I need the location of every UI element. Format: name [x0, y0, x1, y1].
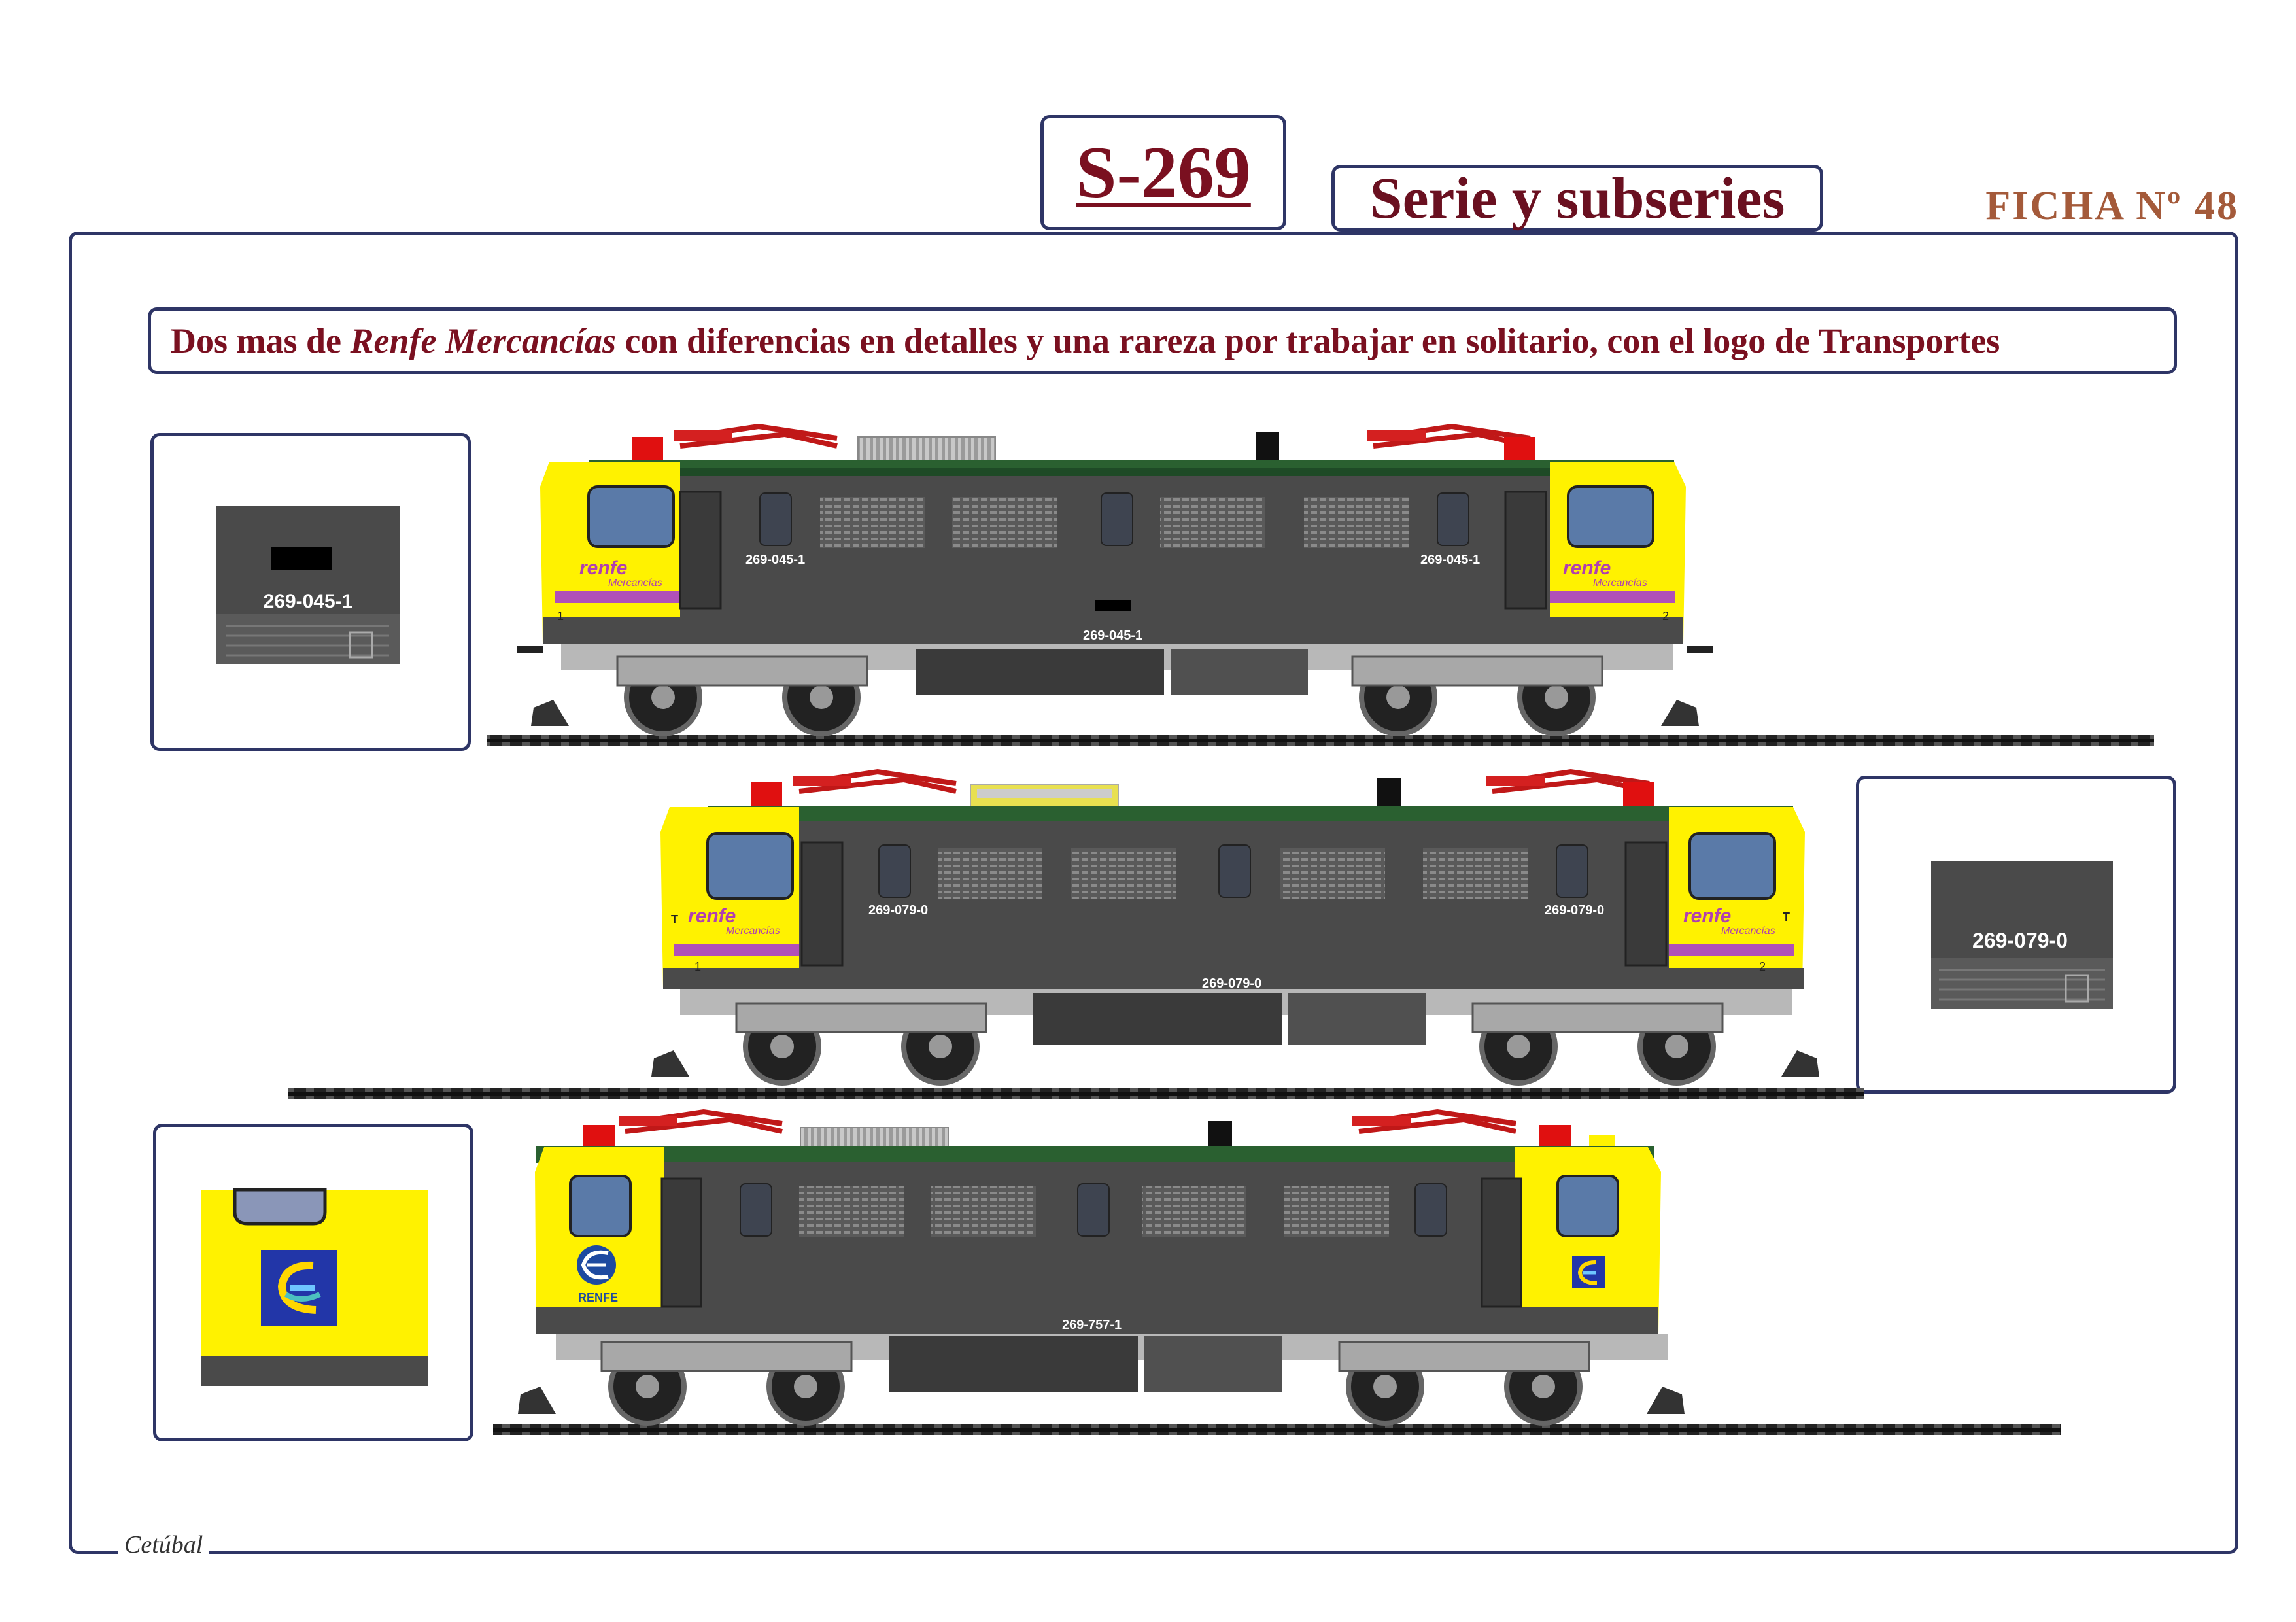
author-signature: Cetúbal — [118, 1530, 210, 1559]
section-title: Serie y subseries — [1369, 165, 1785, 231]
loco-2-brand-right: renfe — [1683, 905, 1731, 927]
locomotive-269-757-1: RENFE 269-757-1 — [493, 1109, 2061, 1435]
loco-1-cab-left-id: 1 — [557, 610, 564, 623]
series-code-box: S-269 — [1040, 115, 1286, 230]
loco-2-number-left: 269-079-0 — [868, 903, 928, 918]
loco-2-number-right: 269-079-0 — [1545, 903, 1604, 918]
loco-2-brand-left: renfe — [688, 905, 736, 927]
series-code: S-269 — [1076, 131, 1251, 213]
loco-3-brand: RENFE — [578, 1291, 618, 1304]
loco-3-number-center: 269-757-1 — [1062, 1318, 1122, 1332]
loco-1-brand-right: renfe — [1563, 557, 1611, 579]
loco-2-cab-right-id: 2 — [1759, 960, 1766, 973]
loco-3-transportes-logo-right-icon — [1572, 1256, 1605, 1288]
loco-1-brand-sub-right: Mercancías — [1593, 578, 1647, 589]
loco-2-brand-sub-right: Mercancías — [1721, 925, 1775, 937]
inset-1-number: 269-045-1 — [264, 591, 353, 612]
loco-1-number-center: 269-045-1 — [1083, 629, 1142, 643]
loco-2-number-center: 269-079-0 — [1202, 976, 1261, 991]
inset-3-drawing — [201, 1188, 428, 1386]
sheet-number: FICHA Nº 48 — [1985, 184, 2239, 228]
caption-text: Dos mas de Renfe Mercancías con diferenc… — [171, 321, 2000, 360]
inset-1-drawing: 269-045-1 — [216, 506, 400, 664]
loco-1-cab-right-id: 2 — [1662, 610, 1669, 623]
loco-2-cab-left-id: 1 — [694, 960, 701, 973]
loco-3-transportes-logo-left-icon — [577, 1245, 616, 1285]
inset-number-detail-1: 269-045-1 — [150, 433, 471, 751]
loco-1-number-left: 269-045-1 — [745, 553, 805, 567]
loco-1-brand-left: renfe — [579, 557, 627, 579]
locomotive-269-045-1: renfe Mercancías renfe Mercancías 269-04… — [487, 423, 2154, 746]
loco-1-number-right: 269-045-1 — [1420, 553, 1480, 567]
section-title-box: Serie y subseries — [1331, 165, 1823, 232]
inset-logo-detail — [153, 1124, 473, 1441]
inset-2-number: 269-079-0 — [1972, 929, 2068, 952]
inset-number-detail-2: 269-079-0 — [1856, 776, 2176, 1094]
transportes-logo-icon — [261, 1250, 337, 1326]
loco-1-brand-sub-left: Mercancías — [608, 578, 662, 589]
loco-2-brand-sub-left: Mercancías — [726, 925, 780, 937]
loco-2-cab-left-mark: T — [671, 913, 678, 926]
loco-2-cab-right-mark: T — [1783, 910, 1790, 923]
inset-2-drawing: 269-079-0 — [1931, 861, 2113, 1009]
caption-box: Dos mas de Renfe Mercancías con diferenc… — [148, 307, 2177, 374]
locomotive-269-079-0: renfe Mercancías renfe Mercancías T T 26… — [288, 768, 1864, 1099]
